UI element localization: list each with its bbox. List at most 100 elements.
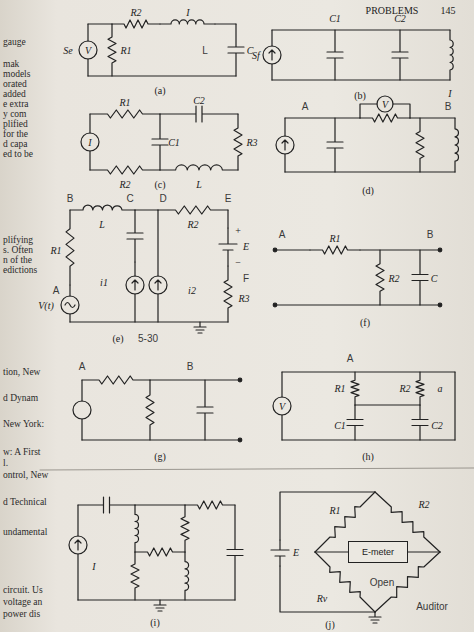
margin-text: d Dynam (3, 393, 38, 403)
wire (89, 151, 90, 170)
component-label: R3 (238, 293, 249, 304)
source-symbol (81, 133, 99, 151)
wire (69, 314, 70, 322)
capacitor-symbol (412, 405, 428, 440)
margin-text: models (3, 69, 30, 79)
resistor-symbol (82, 376, 150, 384)
component-label: C1 (334, 420, 346, 431)
margin-text: e extra (3, 99, 29, 109)
resistor-symbol (66, 210, 74, 285)
component-label: V(t) (38, 300, 54, 311)
source-symbol (276, 136, 294, 154)
margin-text: New York: (3, 419, 44, 429)
source-symbol (126, 276, 144, 294)
handwritten-note: Auditor (416, 601, 448, 612)
component-label: E (243, 241, 249, 252)
ac-symbol (65, 303, 75, 308)
inductor-symbol (135, 505, 139, 552)
wire (280, 566, 375, 612)
wire (410, 117, 455, 118)
terminal-dot (238, 438, 242, 442)
handwritten-note: L (202, 45, 208, 56)
source-symbol (69, 536, 87, 554)
margin-text: d Technical (3, 497, 47, 507)
margin-text: gauge (3, 37, 26, 47)
source-symbol (273, 397, 291, 415)
margin-text: plified (3, 119, 28, 129)
component-label: i1 (100, 277, 108, 288)
handwritten-note: 5-30 (138, 333, 158, 344)
resistor-symbol (135, 548, 185, 556)
wire (355, 404, 420, 405)
wire (157, 294, 158, 322)
component-label: R2 (187, 219, 198, 230)
wire (150, 379, 240, 380)
pencil-line (40, 468, 474, 470)
resistor-symbol (108, 24, 116, 76)
component-label: R1 (120, 45, 131, 56)
inductor-symbol (455, 118, 458, 172)
resistor-symbol (416, 118, 424, 172)
component-label: C2 (193, 95, 205, 106)
margin-text: undamental (3, 527, 47, 537)
wire (134, 262, 135, 276)
margin-text: l. (3, 458, 8, 468)
source-symbol (73, 401, 91, 419)
component-label: L (99, 219, 105, 230)
source-symbol (377, 96, 393, 112)
inductor-symbol (160, 165, 238, 170)
handwritten-note: A (302, 101, 309, 112)
page-text: (f) (360, 317, 370, 328)
component-label: R1 (334, 383, 345, 394)
component-label: I (186, 7, 189, 18)
wire (271, 64, 272, 80)
page-text: (h) (362, 451, 374, 462)
source-arrow (269, 50, 275, 60)
component-label: R1 (329, 505, 340, 516)
margin-text: orated (3, 79, 27, 89)
wire (408, 551, 440, 552)
handwritten-note: F (243, 273, 249, 284)
resistor-symbol (234, 114, 242, 170)
capacitor-symbol (160, 106, 238, 122)
component-label: Sf (252, 50, 260, 61)
wire (393, 104, 410, 118)
page-text: (j) (325, 619, 334, 630)
margin-text: ed to be (3, 149, 33, 159)
battery-symbol (271, 540, 289, 566)
component-label: L (196, 179, 202, 190)
handwritten-note: E (225, 193, 232, 204)
margin-text: s. Often (3, 245, 33, 255)
wire (87, 24, 88, 41)
resistor-symbol (112, 20, 160, 28)
inductor-symbol (450, 30, 453, 80)
wire (89, 114, 90, 133)
component-label: V (279, 401, 285, 412)
wire (82, 439, 240, 440)
page-text: − (235, 257, 241, 268)
resistor-symbol (351, 372, 359, 405)
terminal-dot (438, 303, 442, 307)
capacitor-symbol (127, 210, 143, 262)
page-text: (e) (112, 333, 123, 344)
wire (88, 23, 112, 24)
wire (227, 210, 228, 228)
source-symbol (149, 276, 167, 294)
resistor-symbol (416, 372, 424, 405)
wire (281, 372, 282, 397)
component-label: a (438, 383, 443, 394)
wire (78, 599, 235, 600)
wire (81, 419, 82, 440)
meter-label: E-meter (362, 547, 394, 557)
resistor-symbol (158, 206, 228, 214)
margin-text: mak (3, 59, 19, 69)
wire (135, 209, 158, 210)
wire (282, 439, 455, 440)
wire (157, 210, 158, 276)
component-label: R1 (329, 233, 340, 244)
page-text: (d) (362, 185, 374, 196)
component-label: Se (63, 45, 72, 56)
page-text: (g) (154, 451, 166, 462)
component-label: i2 (188, 285, 196, 296)
component-label: I (88, 137, 91, 148)
